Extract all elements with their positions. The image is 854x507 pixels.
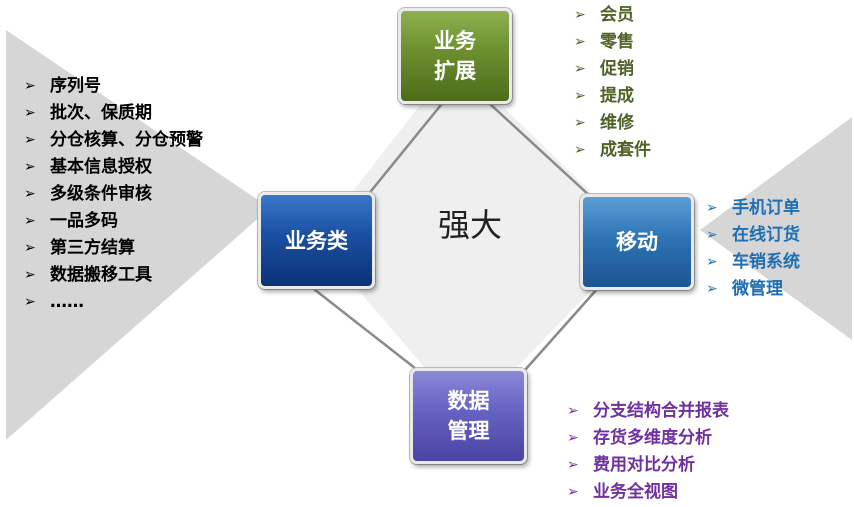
arrow-right-icon: ➢ (24, 213, 36, 229)
data-features-list: ➢分支结构合并报表 ➢存货多维度分析 ➢费用对比分析 ➢业务全视图 (567, 398, 729, 506)
edge-top-left (366, 99, 446, 197)
arrow-right-icon: ➢ (567, 403, 579, 419)
list-item: ➢…… (24, 289, 203, 316)
list-item: ➢成套件 (574, 137, 651, 164)
list-item: ➢提成 (574, 83, 651, 110)
arrow-right-icon: ➢ (574, 61, 586, 77)
node-business-expand: 业务 扩展 (398, 8, 512, 104)
arrow-right-icon: ➢ (574, 34, 586, 50)
expand-features-list: ➢会员 ➢零售 ➢促销 ➢提成 ➢维修 ➢成套件 (574, 2, 651, 164)
arrow-right-icon: ➢ (24, 240, 36, 256)
arrow-right-icon: ➢ (567, 430, 579, 446)
arrow-right-icon: ➢ (574, 115, 586, 131)
list-item: ➢零售 (574, 29, 651, 56)
arrow-right-icon: ➢ (24, 159, 36, 175)
arrow-right-icon: ➢ (706, 254, 718, 270)
arrow-right-icon: ➢ (574, 88, 586, 104)
edge-bottom-right (524, 287, 599, 371)
list-item: ➢车销系统 (706, 249, 800, 276)
list-item: ➢存货多维度分析 (567, 425, 729, 452)
node-data-management: 数据 管理 (410, 368, 527, 464)
list-item: ➢费用对比分析 (567, 452, 729, 479)
arrow-right-icon: ➢ (24, 105, 36, 121)
list-item: ➢第三方结算 (24, 235, 203, 262)
arrow-right-icon: ➢ (706, 281, 718, 297)
list-item: ➢在线订货 (706, 222, 800, 249)
list-item: ➢一品多码 (24, 208, 203, 235)
arrow-right-icon: ➢ (24, 294, 36, 310)
edge-top-right (489, 103, 591, 197)
arrow-right-icon: ➢ (574, 142, 586, 158)
list-item: ➢会员 (574, 2, 651, 29)
arrow-right-icon: ➢ (24, 132, 36, 148)
list-item: ➢多级条件审核 (24, 181, 203, 208)
arrow-right-icon: ➢ (706, 200, 718, 216)
arrow-right-icon: ➢ (574, 7, 586, 23)
list-item: ➢维修 (574, 110, 651, 137)
left-funnel-shape (6, 30, 270, 440)
list-item: ➢分仓核算、分仓预警 (24, 127, 203, 154)
right-funnel-shape (700, 117, 852, 340)
node-mobile: 移动 (580, 194, 694, 290)
edge-bottom-left (309, 285, 421, 373)
business-features-list: ➢序列号 ➢批次、保质期 ➢分仓核算、分仓预警 ➢基本信息授权 ➢多级条件审核 … (24, 73, 203, 316)
list-item: ➢序列号 (24, 73, 203, 100)
arrow-right-icon: ➢ (567, 457, 579, 473)
list-item: ➢业务全视图 (567, 479, 729, 506)
list-item: ➢手机订单 (706, 195, 800, 222)
list-item: ➢批次、保质期 (24, 100, 203, 127)
arrow-right-icon: ➢ (24, 267, 36, 283)
center-diamond (315, 60, 640, 418)
arrow-right-icon: ➢ (24, 186, 36, 202)
mobile-features-list: ➢手机订单 ➢在线订货 ➢车销系统 ➢微管理 (706, 195, 800, 303)
list-item: ➢基本信息授权 (24, 154, 203, 181)
list-item: ➢促销 (574, 56, 651, 83)
list-item: ➢分支结构合并报表 (567, 398, 729, 425)
list-item: ➢数据搬移工具 (24, 262, 203, 289)
list-item: ➢微管理 (706, 276, 800, 303)
arrow-right-icon: ➢ (706, 227, 718, 243)
node-business-type: 业务类 (258, 192, 375, 289)
arrow-right-icon: ➢ (567, 484, 579, 500)
center-title: 强大 (437, 206, 502, 244)
arrow-right-icon: ➢ (24, 78, 36, 94)
